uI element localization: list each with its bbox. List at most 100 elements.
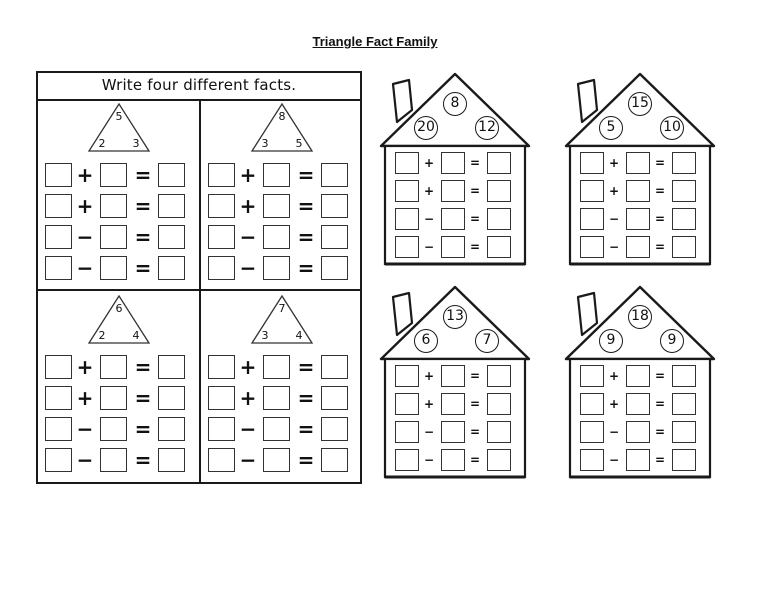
fact-row: += xyxy=(45,194,195,220)
answer-box[interactable] xyxy=(263,448,290,472)
answer-box[interactable] xyxy=(321,386,348,410)
answer-box[interactable] xyxy=(395,208,419,230)
answer-box[interactable] xyxy=(580,208,604,230)
answer-box[interactable] xyxy=(672,180,696,202)
answer-box[interactable] xyxy=(626,365,650,387)
answer-box[interactable] xyxy=(321,448,348,472)
answer-box[interactable] xyxy=(626,449,650,471)
answer-box[interactable] xyxy=(441,365,465,387)
answer-box[interactable] xyxy=(45,163,72,187)
answer-box[interactable] xyxy=(441,236,465,258)
answer-box[interactable] xyxy=(208,448,235,472)
answer-box[interactable] xyxy=(626,236,650,258)
answer-box[interactable] xyxy=(100,194,127,218)
answer-box[interactable] xyxy=(441,208,465,230)
answer-box[interactable] xyxy=(580,236,604,258)
answer-box[interactable] xyxy=(672,365,696,387)
answer-box[interactable] xyxy=(208,163,235,187)
triangle-top-number: 7 xyxy=(278,302,286,315)
answer-box[interactable] xyxy=(158,448,185,472)
answer-box[interactable] xyxy=(45,386,72,410)
answer-box[interactable] xyxy=(395,180,419,202)
answer-box[interactable] xyxy=(487,180,511,202)
answer-box[interactable] xyxy=(45,448,72,472)
answer-box[interactable] xyxy=(441,152,465,174)
answer-box[interactable] xyxy=(321,417,348,441)
answer-box[interactable] xyxy=(487,421,511,443)
answer-box[interactable] xyxy=(100,417,127,441)
answer-box[interactable] xyxy=(208,256,235,280)
answer-box[interactable] xyxy=(580,393,604,415)
answer-box[interactable] xyxy=(263,417,290,441)
answer-box[interactable] xyxy=(208,386,235,410)
answer-box[interactable] xyxy=(45,256,72,280)
answer-box[interactable] xyxy=(263,163,290,187)
grid-divider-horizontal xyxy=(38,289,360,291)
answer-box[interactable] xyxy=(626,393,650,415)
answer-box[interactable] xyxy=(321,256,348,280)
house-fact-row: −= xyxy=(395,208,515,232)
answer-box[interactable] xyxy=(158,256,185,280)
answer-box[interactable] xyxy=(208,225,235,249)
answer-box[interactable] xyxy=(263,225,290,249)
answer-box[interactable] xyxy=(487,449,511,471)
answer-box[interactable] xyxy=(208,355,235,379)
answer-box[interactable] xyxy=(263,355,290,379)
answer-box[interactable] xyxy=(672,152,696,174)
answer-box[interactable] xyxy=(580,421,604,443)
answer-box[interactable] xyxy=(672,449,696,471)
answer-box[interactable] xyxy=(100,163,127,187)
answer-box[interactable] xyxy=(158,386,185,410)
answer-box[interactable] xyxy=(580,449,604,471)
answer-box[interactable] xyxy=(321,225,348,249)
answer-box[interactable] xyxy=(45,225,72,249)
answer-box[interactable] xyxy=(100,386,127,410)
answer-box[interactable] xyxy=(321,194,348,218)
answer-box[interactable] xyxy=(158,194,185,218)
answer-box[interactable] xyxy=(441,449,465,471)
answer-box[interactable] xyxy=(395,393,419,415)
answer-box[interactable] xyxy=(158,163,185,187)
answer-box[interactable] xyxy=(45,194,72,218)
answer-box[interactable] xyxy=(487,236,511,258)
answer-box[interactable] xyxy=(208,194,235,218)
answer-box[interactable] xyxy=(626,208,650,230)
answer-box[interactable] xyxy=(580,365,604,387)
answer-box[interactable] xyxy=(263,386,290,410)
answer-box[interactable] xyxy=(672,421,696,443)
answer-box[interactable] xyxy=(487,393,511,415)
answer-box[interactable] xyxy=(395,449,419,471)
answer-box[interactable] xyxy=(580,152,604,174)
answer-box[interactable] xyxy=(100,355,127,379)
answer-box[interactable] xyxy=(626,152,650,174)
answer-box[interactable] xyxy=(395,365,419,387)
answer-box[interactable] xyxy=(158,417,185,441)
answer-box[interactable] xyxy=(158,355,185,379)
answer-box[interactable] xyxy=(441,180,465,202)
answer-box[interactable] xyxy=(263,256,290,280)
answer-box[interactable] xyxy=(395,236,419,258)
answer-box[interactable] xyxy=(395,421,419,443)
answer-box[interactable] xyxy=(321,163,348,187)
answer-box[interactable] xyxy=(441,421,465,443)
answer-box[interactable] xyxy=(580,180,604,202)
answer-box[interactable] xyxy=(487,365,511,387)
answer-box[interactable] xyxy=(263,194,290,218)
answer-box[interactable] xyxy=(45,417,72,441)
answer-box[interactable] xyxy=(626,180,650,202)
answer-box[interactable] xyxy=(100,225,127,249)
answer-box[interactable] xyxy=(672,393,696,415)
answer-box[interactable] xyxy=(45,355,72,379)
answer-box[interactable] xyxy=(395,152,419,174)
answer-box[interactable] xyxy=(626,421,650,443)
answer-box[interactable] xyxy=(100,256,127,280)
answer-box[interactable] xyxy=(487,208,511,230)
answer-box[interactable] xyxy=(672,236,696,258)
answer-box[interactable] xyxy=(441,393,465,415)
answer-box[interactable] xyxy=(487,152,511,174)
answer-box[interactable] xyxy=(321,355,348,379)
answer-box[interactable] xyxy=(158,225,185,249)
answer-box[interactable] xyxy=(672,208,696,230)
answer-box[interactable] xyxy=(208,417,235,441)
answer-box[interactable] xyxy=(100,448,127,472)
